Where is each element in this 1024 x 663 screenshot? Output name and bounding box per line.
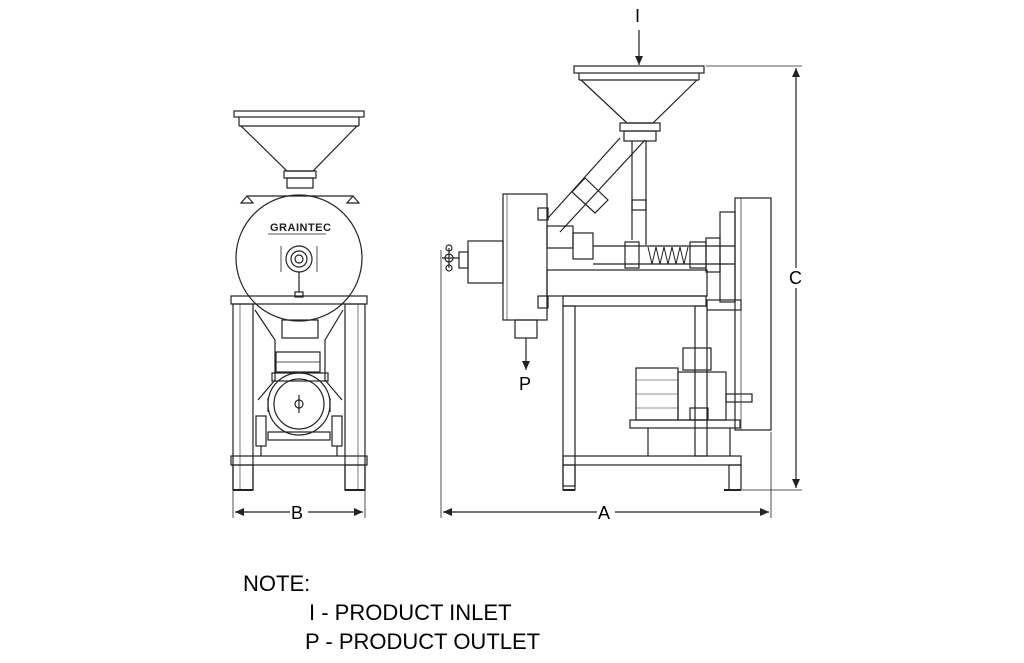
front-frame <box>230 295 368 491</box>
note-block: NOTE: I - PRODUCT INLET P - PRODUCT OUTL… <box>243 569 540 656</box>
dimension-c-label: C <box>789 268 802 288</box>
note-line-outlet: P - PRODUCT OUTLET <box>305 629 541 654</box>
dimension-b-label: B <box>291 503 303 523</box>
outlet-marker: P <box>519 374 531 394</box>
outlet: P <box>514 319 538 394</box>
dimension-c: C <box>706 65 802 491</box>
front-view: GRAINTEC <box>230 110 368 523</box>
dimension-b: B <box>232 491 366 523</box>
shaft-assembly <box>546 225 735 273</box>
front-chute <box>254 309 344 401</box>
inlet-arrow: I <box>635 6 643 65</box>
dimension-a-label: A <box>598 503 610 523</box>
belt-guard <box>706 197 772 431</box>
side-hopper <box>573 65 705 142</box>
inlet-eye <box>285 245 313 273</box>
side-view: I <box>440 6 802 523</box>
grinding-housing: GRAINTEC <box>235 194 363 322</box>
side-motor <box>629 347 753 456</box>
front-motor <box>255 372 343 456</box>
feed-tube <box>547 137 647 245</box>
front-hopper <box>233 110 365 189</box>
dimension-a: A <box>440 250 772 523</box>
brand-label: GRAINTEC <box>270 222 331 234</box>
note-line-inlet: I - PRODUCT INLET <box>309 600 512 625</box>
side-frame <box>546 269 742 491</box>
note-title: NOTE: <box>243 571 311 596</box>
inlet-marker: I <box>635 6 640 26</box>
grinding-head <box>442 193 549 321</box>
